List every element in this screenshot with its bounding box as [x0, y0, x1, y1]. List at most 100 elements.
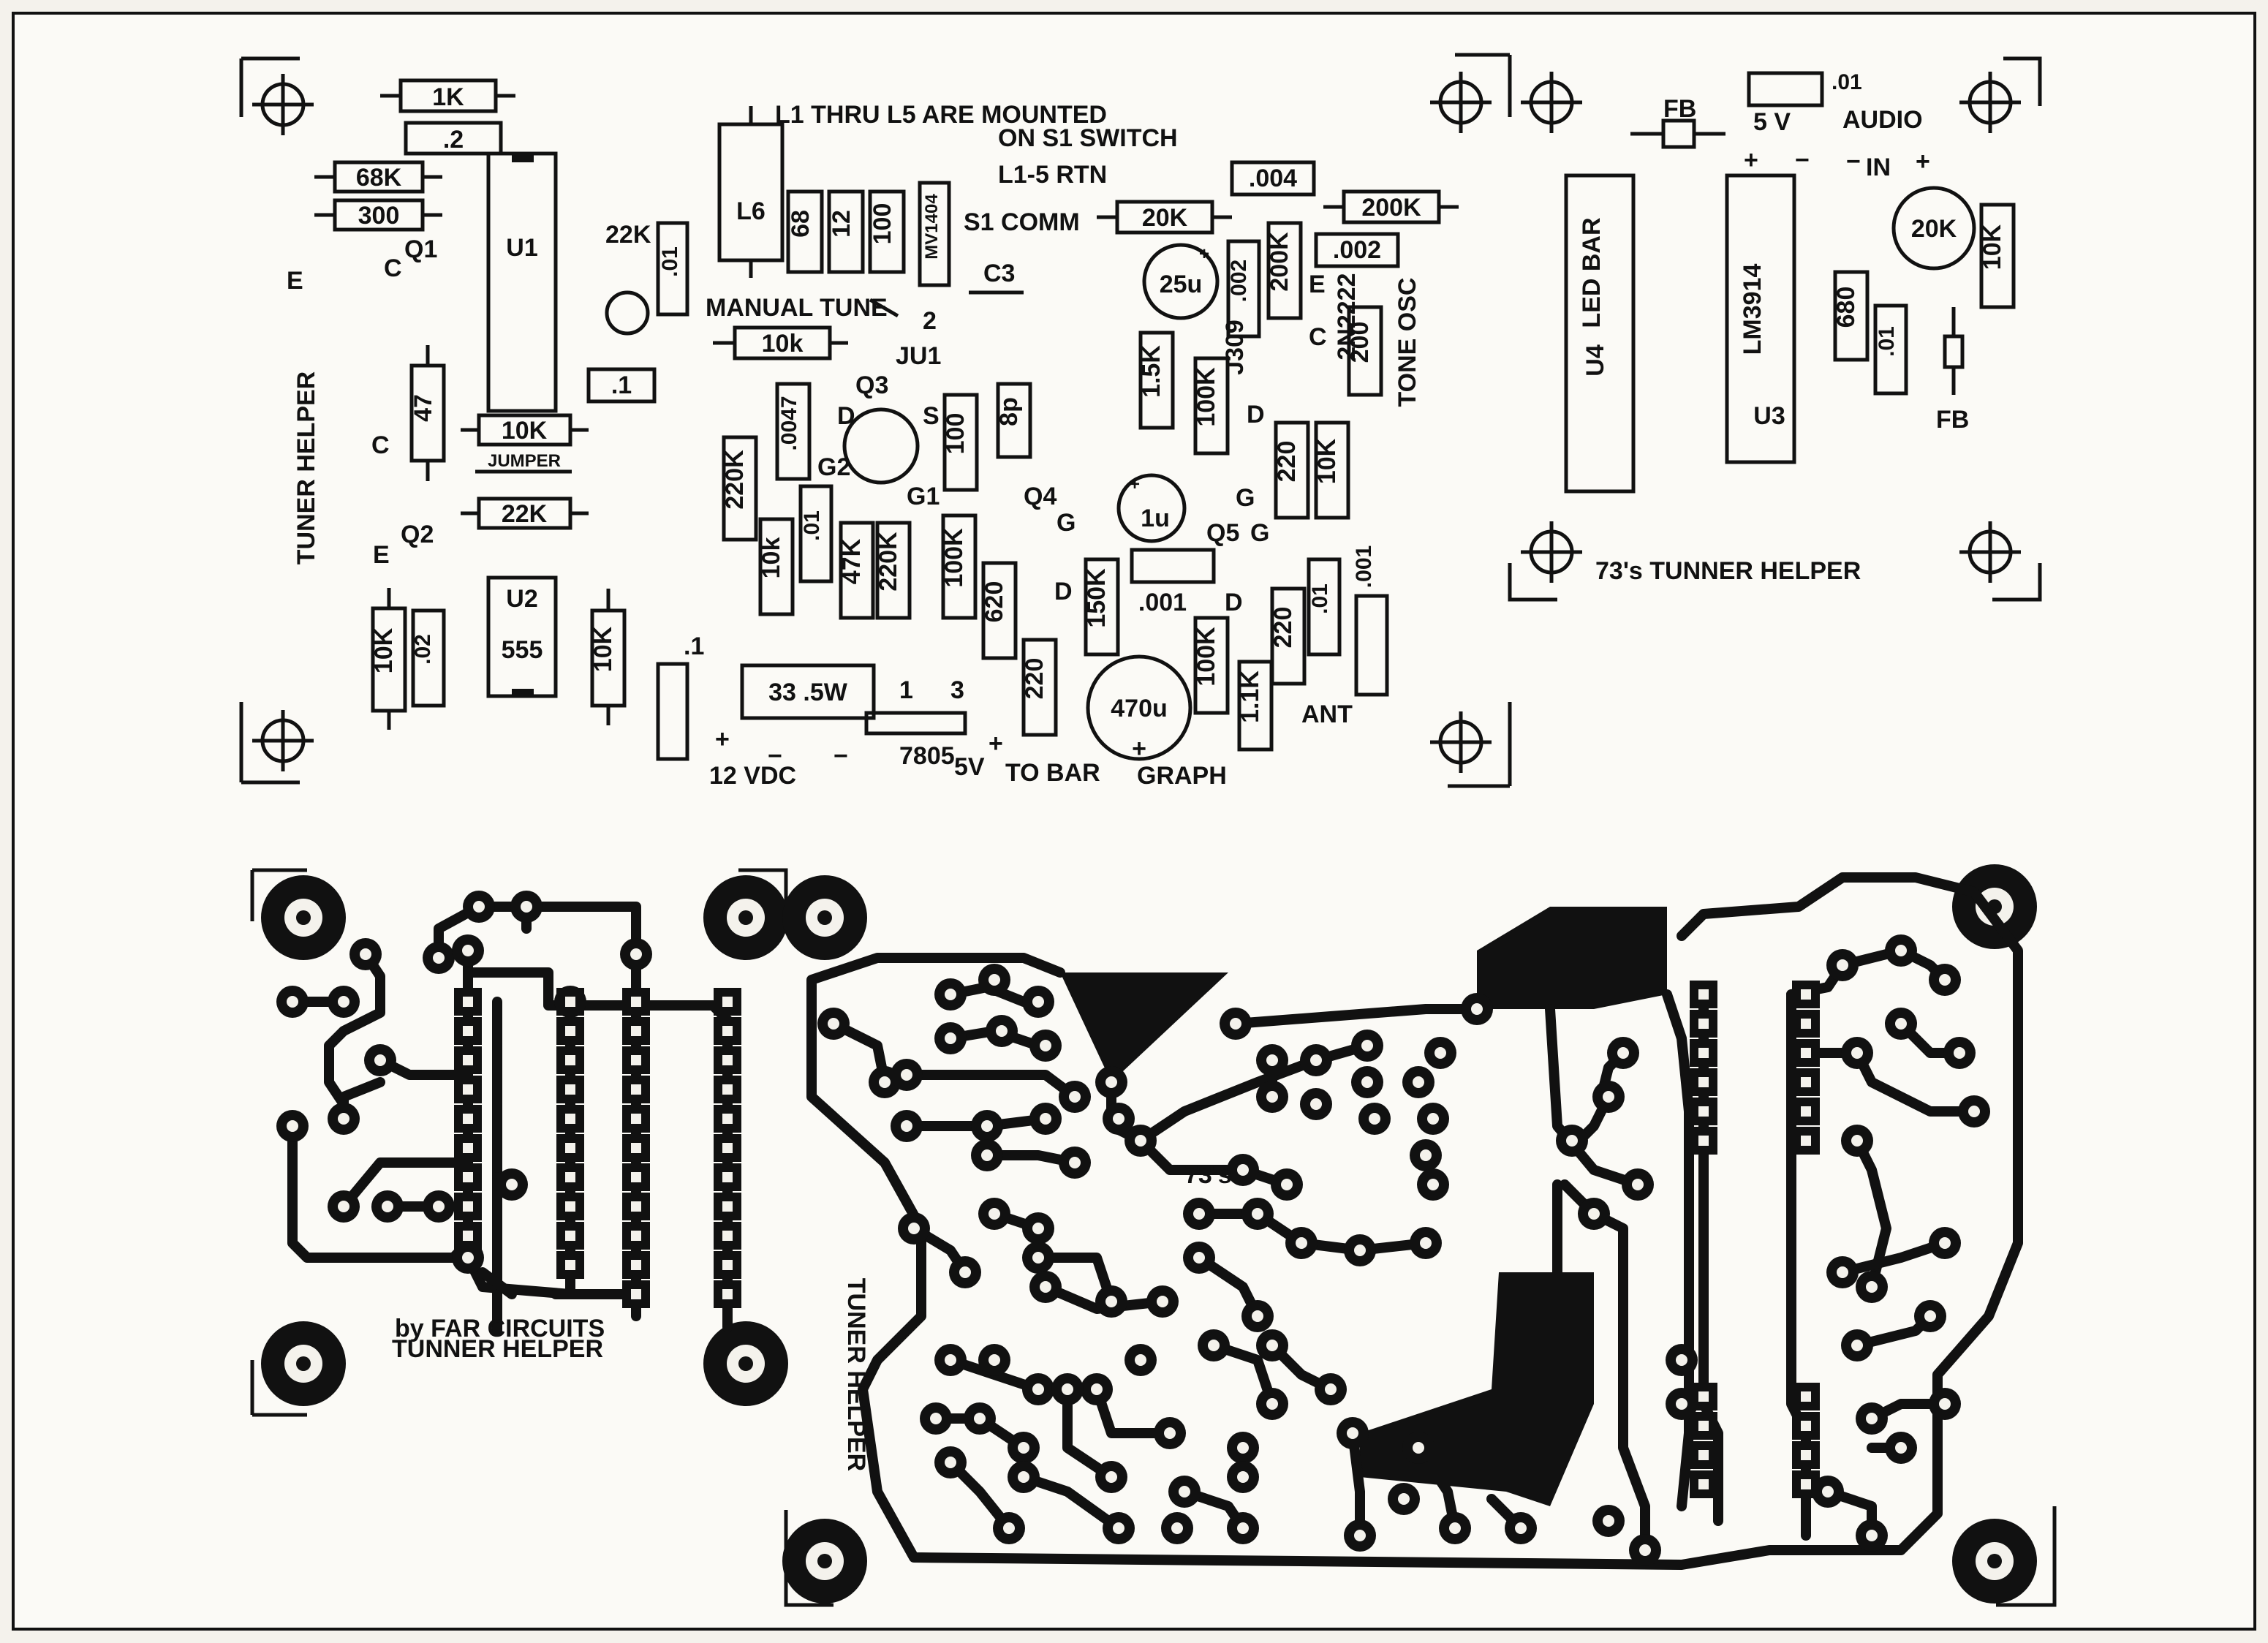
label-pin-g-b: G	[1236, 484, 1255, 512]
label-25u: 25u	[1160, 271, 1203, 298]
label-0047: .0047	[777, 396, 801, 450]
note-2: ON S1 SWITCH	[998, 124, 1178, 152]
label-pin-d-a: D	[1247, 401, 1265, 428]
label-200k-v: 200K	[1266, 232, 1293, 292]
label-01: .01	[658, 246, 682, 277]
label-1u: 1u	[1141, 505, 1170, 532]
label-q2-e: E	[373, 541, 390, 569]
label-2n2222: 2N2222	[1333, 273, 1361, 360]
label-200k: 200K	[1361, 194, 1421, 222]
label-25u-plus: +	[1199, 244, 1209, 264]
label-c3: C3	[983, 260, 1015, 287]
u4-outline	[1564, 173, 1636, 494]
label-u1: U1	[506, 234, 537, 262]
label-ant: ANT	[1301, 700, 1353, 728]
label-12: 12	[828, 210, 855, 238]
label-300: 300	[358, 202, 400, 230]
label-68: 68	[787, 210, 814, 238]
label-680: 680	[1832, 287, 1860, 328]
label-100k-b: 100K	[940, 528, 968, 588]
label-8p: 8p	[995, 397, 1023, 426]
label-q5-e: E	[1309, 271, 1326, 298]
label-j309: J309	[1221, 320, 1249, 375]
label-sign-minus-a: −	[1795, 146, 1810, 174]
label-q2: Q2	[401, 521, 434, 548]
label-q5: Q5	[1206, 519, 1239, 547]
label-47: 47	[409, 394, 437, 422]
label-1-5k: 1.5K	[1138, 345, 1165, 398]
label-to-bar: TO BAR	[1005, 759, 1100, 787]
label-001-b: .001	[1138, 589, 1187, 616]
label-graph: GRAPH	[1137, 762, 1227, 790]
label-620: 620	[980, 581, 1008, 623]
label-20k: 20K	[1142, 204, 1188, 232]
overlay-top-right: .01 FB 5 V AUDIO + − − IN + LED BAR U4 L…	[1508, 56, 2042, 602]
label-100-b: 100	[942, 413, 969, 455]
label-10k-bl: 10K	[370, 627, 398, 673]
label-sign-plus-b: +	[1916, 148, 1930, 175]
q3-outline	[842, 407, 920, 485]
label-12vdc: 12 VDC	[709, 762, 796, 790]
label-470u: 470u	[1111, 695, 1168, 722]
label-pin-g-a: G	[1056, 509, 1076, 537]
label-l1-5-rtn: L1-5 RTN	[998, 161, 1107, 189]
label-001-c: .001	[1352, 545, 1376, 588]
label-pin-g1: G1	[907, 483, 940, 510]
label-pin-d-d: D	[1225, 589, 1243, 616]
label-100k-c: 100K	[1192, 627, 1220, 687]
label-c-1-mid: .1	[611, 371, 632, 399]
label-470u-plus: +	[1132, 735, 1146, 763]
overlay-top-left: 1K .2 68K 300 C Q1 E U1 22K .01 C 47 10K…	[239, 56, 704, 785]
label-minus-a: −	[768, 742, 782, 770]
label-7805: 7805	[899, 742, 955, 770]
overlay-top-middle: L1 THRU L5 ARE MOUNTED ON S1 SWITCH L1-5…	[706, 53, 1582, 790]
label-73s: 73's	[1184, 1161, 1232, 1189]
label-q4: Q4	[1024, 483, 1056, 510]
label-tr-01: .01	[1832, 70, 1862, 94]
label-002: .002	[1333, 236, 1381, 264]
label-sign-minus-b: −	[1846, 148, 1861, 175]
label-pin-c: C	[1309, 323, 1327, 351]
label-mv1404: MV1404	[922, 194, 942, 260]
label-1-1k: 1.1K	[1236, 671, 1264, 723]
note-1: L1 THRU L5 ARE MOUNTED	[775, 101, 1107, 129]
label-pin-g-c: G	[1250, 519, 1269, 547]
label-22k: 22K	[502, 500, 548, 528]
label-1u-plus: +	[1130, 475, 1140, 494]
label-q1-c: C	[384, 254, 402, 282]
label-u2: U2	[506, 585, 537, 613]
label-tone-osc: TONE OSC	[1394, 278, 1421, 407]
label-220-b: 220	[1269, 607, 1297, 649]
label-100: 100	[869, 203, 896, 245]
label-c-2: .2	[443, 126, 464, 154]
label-c-02: .02	[411, 634, 435, 665]
label-audio: AUDIO	[1842, 106, 1923, 134]
label-fb-top: FB	[1663, 95, 1696, 123]
label-fb: FB	[1936, 406, 1969, 434]
label-plus-a: +	[715, 725, 730, 753]
label-pin-2: 2	[923, 307, 937, 335]
label-tr-5v: 5 V	[1753, 108, 1791, 136]
label-tr-10k: 10K	[1978, 224, 2006, 270]
label-jumper: JUMPER	[488, 451, 561, 471]
label-main-tuner-helper: TUNER HELPER	[842, 1278, 870, 1471]
label-1k: 1K	[432, 83, 464, 111]
label-200: 200	[1346, 322, 1374, 363]
label-q3: Q3	[855, 371, 888, 399]
label-10k: 10k	[762, 330, 804, 358]
label-c: C	[371, 431, 390, 459]
label-sign-plus-a: +	[1744, 146, 1758, 174]
label-manual-tune: MANUAL TUNE	[706, 294, 888, 322]
label-68k: 68K	[356, 164, 402, 192]
label-002-v: .002	[1227, 260, 1251, 302]
label-l6: L6	[736, 197, 766, 225]
label-220k: 220K	[721, 450, 749, 510]
label-33: 33 .5W	[768, 679, 848, 706]
label-in: IN	[1866, 154, 1891, 181]
label-tr-01-b: .01	[1875, 326, 1899, 357]
label-lm3914: LM3914	[1739, 264, 1766, 355]
label-s1-comm: S1 COMM	[964, 208, 1080, 236]
label-plus-b: +	[989, 730, 1003, 758]
label-220k-b: 220K	[874, 532, 902, 592]
